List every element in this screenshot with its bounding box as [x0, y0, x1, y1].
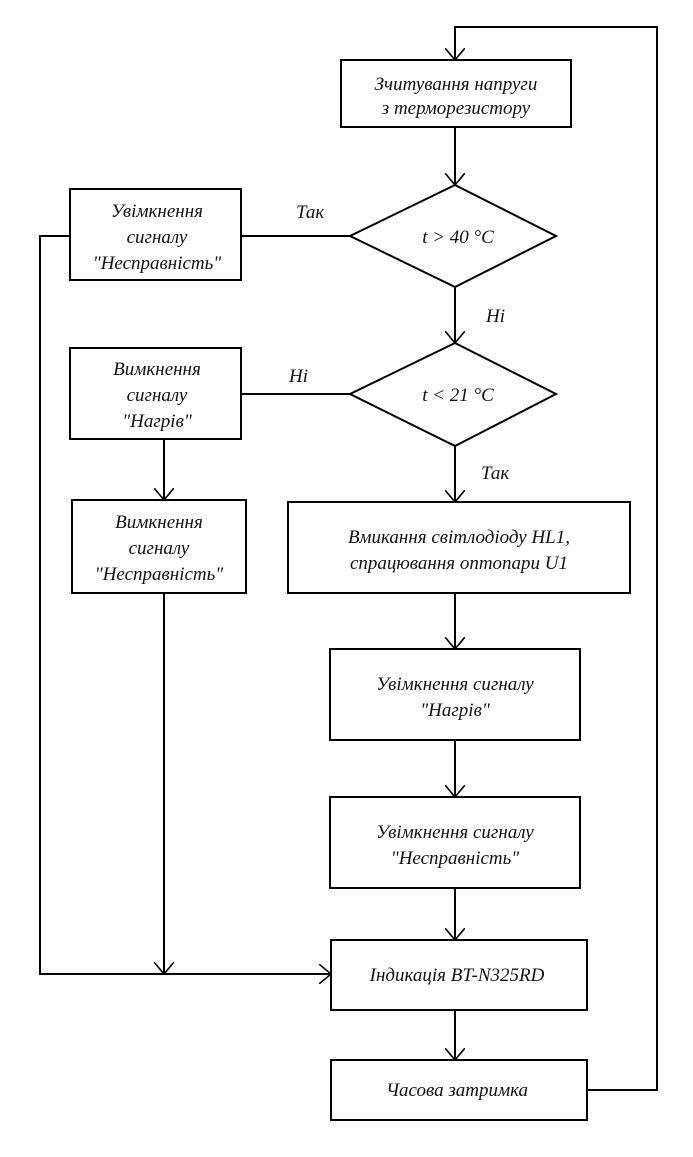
edge-label-no-40: Ні	[485, 306, 505, 327]
node-fault-on-1: Увімкнення сигналу "Несправність"	[69, 188, 242, 281]
node-led-on: Вмикання світлодіоду HL1, спрацювання оп…	[287, 501, 631, 594]
edge-label-no-21: Ні	[288, 366, 308, 387]
node-text: спрацювання оптопари U1	[350, 553, 568, 574]
node-text: Зчитування напруги	[375, 74, 538, 95]
node-heat-on: Увімкнення сигналу "Нагрів"	[329, 648, 581, 741]
node-text: Увімкнення сигналу	[376, 674, 534, 695]
node-text: з терморезистору	[381, 98, 531, 119]
node-text: Вимкнення	[113, 359, 201, 380]
node-text: сигналу	[127, 227, 188, 248]
decision-text: t < 21 °C	[422, 385, 494, 406]
node-text: "Нагрів"	[420, 700, 491, 721]
node-text: Індикація BT-N325RD	[369, 965, 545, 986]
node-text: Вмикання світлодіоду HL1,	[348, 527, 570, 548]
node-fault-on-2: Увімкнення сигналу "Несправність"	[329, 796, 581, 889]
node-cond-over-40: t > 40 °C	[347, 183, 559, 289]
node-text: "Нагрів"	[122, 411, 193, 432]
edge-label-yes-21: Так	[481, 463, 510, 484]
node-text: Вимкнення	[115, 512, 203, 533]
decision-text: t > 40 °C	[422, 227, 494, 248]
node-text: сигналу	[127, 385, 188, 406]
node-text: Увімкнення сигналу	[376, 822, 534, 843]
node-text: "Несправність"	[93, 253, 223, 274]
node-text: "Несправність"	[391, 848, 521, 869]
node-read-voltage: Зчитування напруги з терморезистору	[340, 59, 572, 128]
node-text: Увімкнення	[111, 201, 203, 222]
node-text: сигналу	[129, 538, 190, 559]
node-delay: Часова затримка	[330, 1059, 588, 1121]
node-text: Часова затримка	[386, 1080, 528, 1101]
edge-label-yes-40: Так	[296, 202, 325, 223]
node-text: "Несправність"	[95, 564, 225, 585]
edge-delay-to-read	[455, 26, 658, 1091]
edge-faulton1-to-display	[39, 235, 331, 974]
node-heat-off: Вимкнення сигналу "Нагрів"	[69, 347, 242, 440]
node-fault-off: Вимкнення сигналу "Несправність"	[71, 499, 247, 594]
node-cond-under-21: t < 21 °C	[347, 341, 559, 448]
node-display: Індикація BT-N325RD	[330, 939, 588, 1011]
